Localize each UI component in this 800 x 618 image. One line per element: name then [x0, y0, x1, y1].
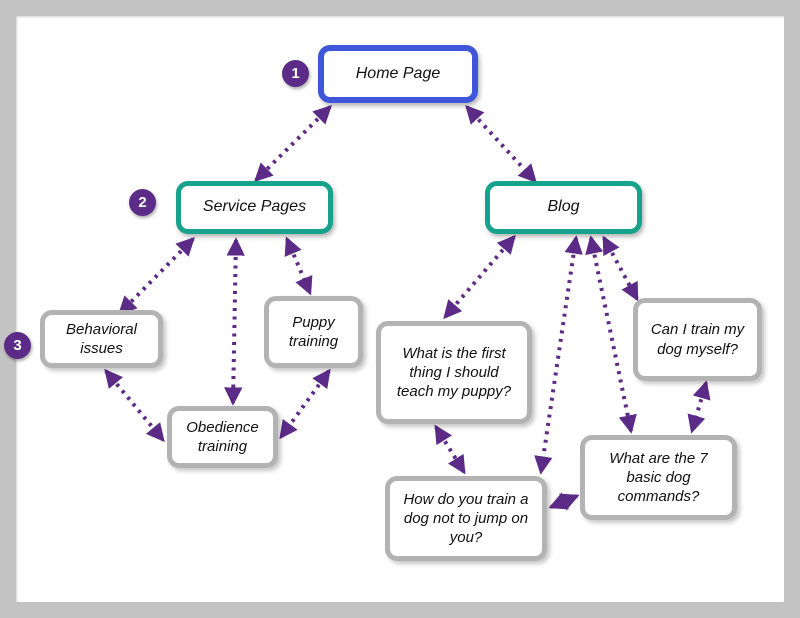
level-1-badge: 1: [282, 60, 309, 87]
node-puppy-training: Puppy training: [264, 296, 363, 368]
level-2-badge-label: 2: [138, 194, 147, 211]
node-behavioral-issues-label: Behavioral issues: [66, 320, 137, 357]
node-what-first-teach-label: What is the first thing I should teach m…: [396, 344, 512, 401]
level-3-badge: 3: [4, 332, 31, 359]
node-can-i-train-myself: Can I train my dog myself?: [633, 298, 762, 381]
level-3-badge-label: 3: [13, 337, 22, 354]
node-home-page-label: Home Page: [355, 64, 441, 82]
node-7-basic-commands: What are the 7 basic dog commands?: [580, 435, 737, 520]
node-puppy-training-label: Puppy training: [288, 313, 339, 350]
node-service-pages-label: Service Pages: [202, 198, 307, 216]
node-behavioral-issues: Behavioral issues: [40, 310, 163, 368]
node-not-jump-on-you: How do you train a dog not to jump on yo…: [385, 476, 547, 561]
node-home-page: Home Page: [318, 45, 478, 103]
level-1-badge-label: 1: [291, 65, 300, 82]
node-obedience-training-label: Obedience training: [186, 418, 259, 455]
node-what-first-teach: What is the first thing I should teach m…: [376, 321, 532, 424]
node-obedience-training: Obedience training: [167, 406, 278, 468]
node-blog: Blog: [485, 181, 642, 234]
node-7-basic-commands-label: What are the 7 basic dog commands?: [609, 449, 708, 506]
node-can-i-train-myself-label: Can I train my dog myself?: [650, 321, 745, 358]
node-service-pages: Service Pages: [176, 181, 333, 234]
node-blog-label: Blog: [547, 198, 580, 216]
node-not-jump-on-you-label: How do you train a dog not to jump on yo…: [403, 490, 529, 547]
level-2-badge: 2: [129, 189, 156, 216]
